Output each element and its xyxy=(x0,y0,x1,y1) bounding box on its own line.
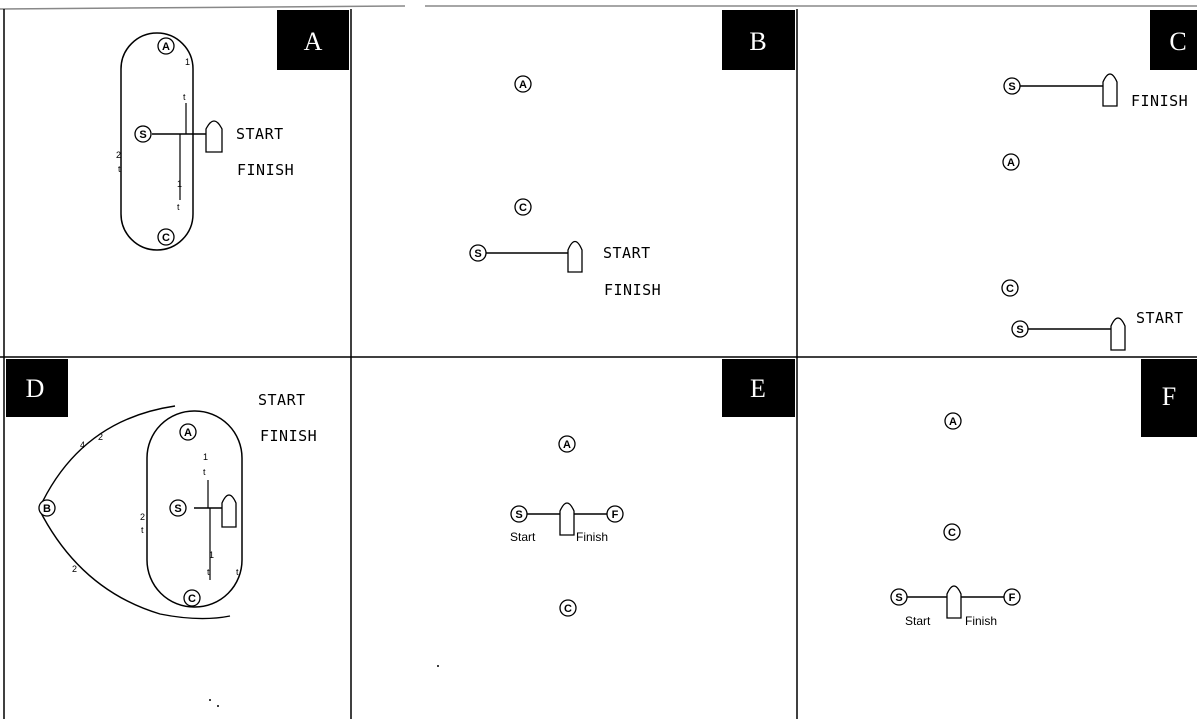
svg-text:C: C xyxy=(188,593,196,605)
panel-a-start-text: START xyxy=(236,125,284,143)
panel-d-gate-icon xyxy=(221,494,237,528)
svg-text:C: C xyxy=(564,603,572,615)
panel-a-mark: t xyxy=(177,202,180,212)
svg-text:B: B xyxy=(43,503,51,515)
panel-b-label-box xyxy=(722,10,795,70)
panel-b-node-c xyxy=(514,198,532,216)
svg-text:S: S xyxy=(174,503,181,515)
panel-a-finish-text: FINISH xyxy=(237,161,294,179)
panel-d-mark: 1 xyxy=(203,452,208,462)
panel-c-gate-top-icon xyxy=(1102,73,1118,107)
panel-f-label: F xyxy=(1162,382,1176,411)
panel-c-finish-text: FINISH xyxy=(1131,92,1188,110)
panel-d-mark: 4 xyxy=(80,440,85,450)
panel-e: E A S F Start Finish C xyxy=(437,359,795,667)
panel-b-gate-icon xyxy=(567,240,583,273)
svg-text:A: A xyxy=(949,416,957,428)
panel-b-node-a xyxy=(514,75,532,93)
panel-e-start-text: Start xyxy=(510,530,536,544)
panel-f-node-a xyxy=(944,412,962,430)
svg-text:F: F xyxy=(1009,592,1016,604)
panel-f-finish-text: Finish xyxy=(965,614,997,628)
panel-d-outer-loop xyxy=(38,405,231,620)
panel-e-finish-text: Finish xyxy=(576,530,608,544)
panel-d-node-b xyxy=(38,499,56,517)
panel-a-mark: 1 xyxy=(185,57,190,67)
panel-a-mark: t xyxy=(183,92,186,102)
panel-d-mark: 2 xyxy=(72,564,77,574)
panel-a-gate-icon xyxy=(205,120,223,153)
panel-a-mark: t xyxy=(118,164,121,174)
panel-d-mark: t xyxy=(236,567,239,577)
svg-text:S: S xyxy=(1008,81,1015,93)
panel-f-gate-icon xyxy=(946,585,962,619)
panel-c: C S FINISH A C S START xyxy=(1001,10,1197,351)
svg-text:F: F xyxy=(612,509,619,521)
panel-d-mark: 2 xyxy=(140,512,145,522)
svg-text:C: C xyxy=(1006,283,1014,295)
panel-d: D START FINISH A S C B t t t t 1 1 2 2 2… xyxy=(6,359,317,707)
panel-b-start-text: START xyxy=(603,244,651,262)
panel-a-label-box xyxy=(277,10,349,70)
panel-d-mark: 1 xyxy=(209,550,214,560)
svg-text:S: S xyxy=(1016,324,1023,336)
panel-d-mark: t xyxy=(207,567,210,577)
svg-text:S: S xyxy=(139,129,146,141)
panel-a-mark: 1 xyxy=(177,179,182,189)
panel-d-node-s xyxy=(169,499,187,517)
panel-a-node-a xyxy=(157,37,175,55)
panel-d-label: D xyxy=(26,374,45,403)
panel-e-label-box xyxy=(722,359,795,417)
panel-a-mark: 2 xyxy=(116,150,121,160)
panel-d-mark: t xyxy=(141,525,144,535)
panel-d-node-c xyxy=(183,589,201,607)
panel-a-node-s xyxy=(134,125,152,143)
panel-d-inner-loop xyxy=(146,410,243,608)
panel-c-start-text: START xyxy=(1136,309,1184,327)
panel-c-gate-bottom-icon xyxy=(1110,317,1126,351)
panel-e-node-c xyxy=(559,599,577,617)
panel-a-loop xyxy=(120,32,194,251)
svg-text:A: A xyxy=(184,427,192,439)
svg-text:S: S xyxy=(474,248,481,260)
panel-b-label: B xyxy=(749,27,766,56)
panel-f-node-c xyxy=(943,523,961,541)
panel-a-node-c xyxy=(157,228,175,246)
panel-e-gate-icon xyxy=(559,502,575,536)
panel-c-label-box xyxy=(1150,10,1197,70)
panel-d-start-text: START xyxy=(258,391,306,409)
panel-d-finish-text: FINISH xyxy=(260,427,317,445)
svg-text:A: A xyxy=(563,439,571,451)
panel-grid xyxy=(0,5,1197,719)
panel-c-node-a xyxy=(1002,153,1020,171)
panel-e-node-a xyxy=(558,435,576,453)
svg-text:C: C xyxy=(948,527,956,539)
svg-text:S: S xyxy=(895,592,902,604)
panel-b: B A C S START FINISH xyxy=(469,10,795,299)
panel-f-label-box xyxy=(1141,359,1197,437)
panel-d-mark: 2 xyxy=(98,432,103,442)
panel-c-label: C xyxy=(1169,27,1186,56)
panel-a-label: A xyxy=(304,27,323,56)
svg-text:A: A xyxy=(1007,157,1015,169)
panel-e-node-f xyxy=(606,505,624,523)
panel-d-label-box xyxy=(6,359,68,417)
svg-text:C: C xyxy=(162,232,170,244)
panel-e-label: E xyxy=(750,374,766,403)
panel-c-node-c xyxy=(1001,279,1019,297)
svg-text:A: A xyxy=(162,41,170,53)
svg-text:C: C xyxy=(519,202,527,214)
panel-d-node-a xyxy=(179,423,197,441)
svg-text:A: A xyxy=(519,79,527,91)
panel-f-start-text: Start xyxy=(905,614,931,628)
panel-f-node-f xyxy=(1003,588,1021,606)
panel-a: A A S C t t t 1 1 2 START FINISH xyxy=(116,10,349,251)
svg-text:S: S xyxy=(515,509,522,521)
panel-d-mark: t xyxy=(203,467,206,477)
panel-f: F A C S F Start Finish xyxy=(890,359,1197,628)
panel-b-finish-text: FINISH xyxy=(604,281,661,299)
